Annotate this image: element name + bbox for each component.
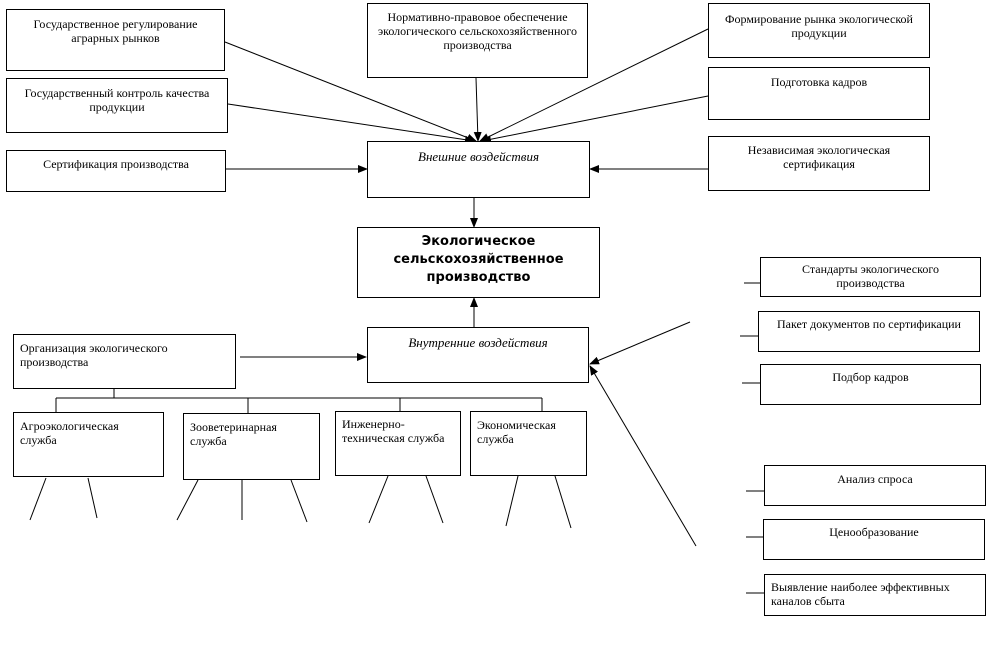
node-staff-selection: Подбор кадров	[760, 364, 981, 405]
node-independent-certification-label: Независимая экологическая сертификация	[747, 143, 891, 171]
node-staff-selection-label: Подбор кадров	[832, 370, 909, 384]
leg-engineering-2	[425, 475, 444, 524]
node-market-formation-label: Формирование рынка экологической продукц…	[725, 12, 913, 40]
node-normative-support-label: Нормативно-правовое обеспечение экологич…	[377, 10, 578, 52]
leg-agro-1	[29, 477, 47, 521]
node-economic-service-label: Экономическая служба	[477, 418, 556, 446]
leg-agro-2	[87, 477, 98, 519]
leg-zoo-1	[176, 479, 199, 521]
node-zoo-service-label: Зооветеринарная служба	[190, 420, 277, 448]
node-external-influences: Внешние воздействия	[367, 141, 590, 198]
leg-economic-2	[554, 475, 572, 529]
node-sales-channels: Выявление наиболее эффективных каналов с…	[764, 574, 986, 616]
node-independent-certification: Независимая экологическая сертификация	[708, 136, 930, 191]
node-standards-label: Стандарты экологического производства	[802, 262, 939, 290]
node-internal-influences: Внутренние воздействия	[367, 327, 589, 383]
node-agro-service: Агроэкологическая служба	[13, 412, 164, 477]
arrow-control-to-external	[227, 103, 475, 144]
node-demand-analysis: Анализ спроса	[764, 465, 986, 506]
node-production-organization: Организация экологического производства	[13, 334, 236, 389]
node-pricing-label: Ценообразование	[829, 525, 919, 539]
node-state-regulation-label: Государственное регулирование аграрных р…	[33, 17, 198, 45]
arrow-regulation-to-external	[224, 41, 477, 142]
leg-engineering-1	[368, 475, 389, 524]
node-demand-analysis-label: Анализ спроса	[837, 472, 913, 486]
node-agro-service-label: Агроэкологическая служба	[20, 419, 119, 447]
node-standards: Стандарты экологического производства	[760, 257, 981, 297]
node-quality-control-label: Государственный контроль качества продук…	[24, 86, 210, 114]
node-external-influences-label: Внешние воздействия	[418, 149, 539, 164]
arrow-personnel-to-external	[481, 95, 709, 144]
node-personnel-training-label: Подготовка кадров	[770, 75, 868, 89]
arrow-market-to-external	[479, 28, 709, 142]
node-economic-service: Экономическая служба	[470, 411, 587, 476]
arrow-normative-to-external	[473, 77, 482, 142]
node-engineering-service-label: Инженерно-техническая служба	[342, 417, 445, 445]
leg-economic-1	[505, 475, 519, 527]
node-certification-documents: Пакет документов по сертификации	[758, 311, 980, 352]
node-certification-documents-label: Пакет документов по сертификации	[777, 317, 961, 331]
node-engineering-service: Инженерно-техническая служба	[335, 411, 461, 476]
node-production-certification-label: Сертификация производства	[43, 157, 189, 171]
arrow-group2-to-internal	[589, 365, 697, 547]
arrow-group1-to-internal	[589, 321, 691, 365]
node-production-organization-label: Организация экологического производства	[20, 341, 168, 369]
node-quality-control: Государственный контроль качества продук…	[6, 78, 228, 133]
node-production-certification: Сертификация производства	[6, 150, 226, 192]
node-normative-support: Нормативно-правовое обеспечение экологич…	[367, 3, 588, 78]
node-ecological-production: Экологическое сельскохозяйственное произ…	[357, 227, 600, 298]
node-internal-influences-label: Внутренние воздействия	[408, 335, 548, 350]
node-pricing: Ценообразование	[763, 519, 985, 560]
node-sales-channels-label: Выявление наиболее эффективных каналов с…	[771, 580, 950, 608]
node-ecological-production-label: Экологическое сельскохозяйственное произ…	[393, 234, 564, 285]
node-market-formation: Формирование рынка экологической продукц…	[708, 3, 930, 58]
node-zoo-service: Зооветеринарная служба	[183, 413, 320, 480]
node-personnel-training: Подготовка кадров	[708, 67, 930, 120]
node-state-regulation: Государственное регулирование аграрных р…	[6, 9, 225, 71]
leg-zoo-3	[290, 479, 308, 523]
